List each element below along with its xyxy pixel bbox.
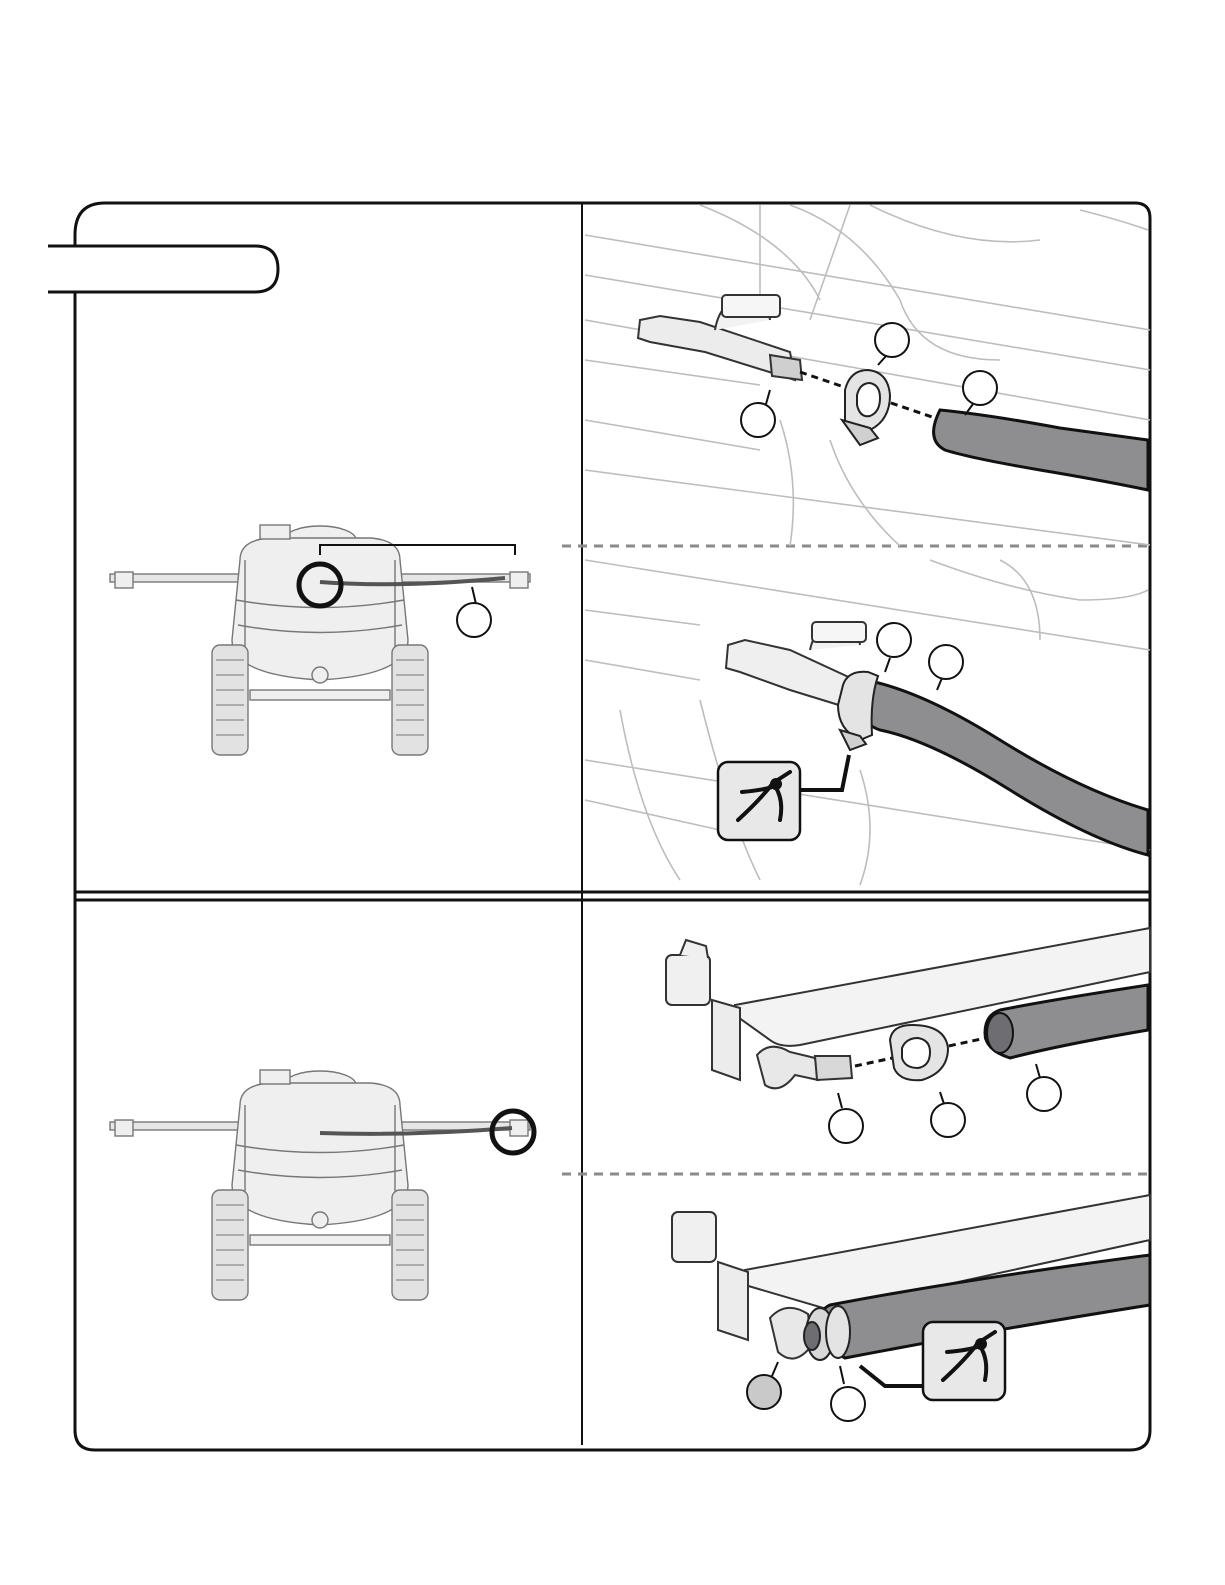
hose-end-2a	[987, 1013, 1013, 1053]
pliers-leader-1	[800, 755, 849, 790]
clamp-1b	[838, 672, 878, 750]
callout-c11	[831, 1366, 865, 1421]
pliers-leader-2	[860, 1366, 925, 1386]
pliers-badge-2	[923, 1322, 1005, 1400]
callout-c8	[931, 1092, 965, 1137]
hose-1b	[860, 680, 1148, 855]
callout-c3	[875, 323, 909, 365]
tee-fitting-1a	[638, 295, 802, 380]
callout-c4	[963, 371, 997, 415]
horizontal-divider	[75, 892, 1150, 900]
pliers-badge-1	[718, 762, 800, 840]
callout-c1	[457, 587, 491, 637]
sprayer-overview-top	[110, 525, 530, 755]
callout-c9	[1027, 1064, 1061, 1111]
callout-c6	[929, 645, 963, 690]
callout-c2	[741, 390, 775, 437]
callout-c10	[747, 1362, 781, 1409]
hose-1a	[934, 410, 1148, 490]
callout-c7	[829, 1093, 863, 1143]
callout-c5	[877, 623, 911, 672]
sprayer-overview-bottom	[110, 1070, 530, 1300]
clamp-2b	[804, 1306, 850, 1360]
step-badge	[48, 246, 278, 292]
clamp-1a	[842, 370, 890, 445]
clamp-2a	[890, 1025, 948, 1080]
